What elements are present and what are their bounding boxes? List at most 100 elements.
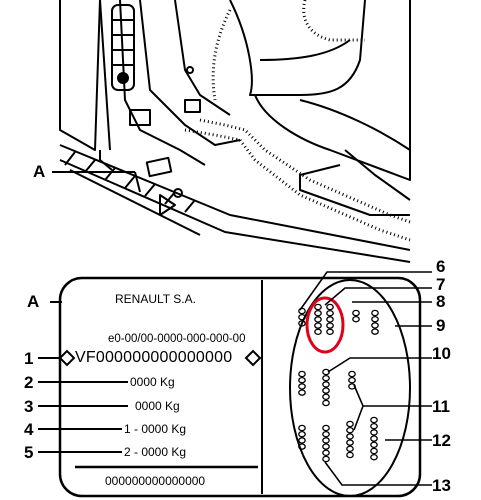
ring bbox=[326, 303, 334, 311]
ring bbox=[371, 315, 379, 323]
ring bbox=[322, 455, 330, 463]
vin-diamond-left bbox=[58, 349, 76, 367]
ring bbox=[298, 376, 306, 384]
seat-outline bbox=[229, 0, 411, 216]
ring bbox=[298, 437, 306, 444]
plate-line-3-number: 3 bbox=[24, 397, 34, 416]
car-door-sill-illustration bbox=[59, 0, 411, 263]
ring bbox=[322, 424, 330, 432]
plate-maker: RENAULT S.A. bbox=[115, 292, 196, 306]
plate-line-2-text: 0000 Kg bbox=[130, 375, 175, 389]
ring bbox=[326, 316, 334, 323]
ring bbox=[298, 389, 306, 396]
ring bbox=[326, 328, 334, 336]
ring bbox=[314, 309, 322, 317]
ring-column bbox=[322, 368, 330, 407]
callout-8: 8 bbox=[436, 292, 446, 311]
ring bbox=[298, 320, 306, 327]
ring-column bbox=[371, 309, 379, 335]
option-oval-outline bbox=[289, 279, 411, 497]
ring bbox=[346, 426, 354, 434]
ring bbox=[322, 393, 330, 401]
ring-column bbox=[322, 424, 330, 463]
ring-column bbox=[314, 303, 322, 336]
ring bbox=[298, 370, 306, 378]
ring bbox=[371, 328, 379, 335]
ring bbox=[371, 322, 379, 329]
ring bbox=[346, 439, 354, 446]
plate-vin: VF000000000000000 bbox=[75, 349, 233, 366]
plate-border bbox=[58, 276, 422, 498]
plate-bottom-code: 000000000000000 bbox=[105, 474, 206, 488]
ring bbox=[370, 416, 378, 424]
ring bbox=[298, 430, 306, 438]
plate-line-5-number: 5 bbox=[24, 443, 34, 462]
ring bbox=[322, 374, 330, 382]
ring bbox=[314, 328, 322, 336]
callout-a-plate-label: A bbox=[27, 292, 40, 311]
vin-diamond-right bbox=[244, 349, 262, 367]
ring bbox=[322, 449, 330, 457]
oval-callout-leaders bbox=[299, 271, 432, 486]
plate-approval-number: e0-00/00-0000-000-000-00 bbox=[108, 333, 246, 345]
ring bbox=[346, 433, 354, 440]
callout-12: 12 bbox=[432, 431, 451, 450]
ring bbox=[322, 381, 330, 388]
callout-6: 6 bbox=[436, 257, 446, 276]
ring-column bbox=[370, 416, 378, 461]
plate-line-4-text: 1 - 0000 Kg bbox=[124, 422, 187, 436]
plate-line-5-text: 2 - 0000 Kg bbox=[124, 445, 187, 459]
ring bbox=[348, 376, 356, 384]
plate-line-2-number: 2 bbox=[24, 373, 34, 392]
highlight-circle bbox=[305, 296, 345, 354]
ring bbox=[346, 445, 354, 453]
ring bbox=[326, 322, 334, 329]
ring bbox=[322, 443, 330, 450]
callout-9: 9 bbox=[436, 316, 446, 335]
ring bbox=[346, 420, 354, 428]
callout-a-car-label: A bbox=[33, 162, 46, 181]
ring bbox=[352, 315, 360, 323]
ring bbox=[298, 383, 306, 390]
ring bbox=[370, 422, 378, 430]
ring bbox=[370, 435, 378, 442]
seat-belt-retractor bbox=[111, 4, 135, 91]
ring-column bbox=[298, 370, 306, 396]
ring-clusters bbox=[298, 303, 379, 463]
callout-11: 11 bbox=[432, 397, 450, 416]
ring bbox=[326, 309, 334, 317]
ring bbox=[346, 451, 354, 459]
ring bbox=[322, 430, 330, 438]
ring bbox=[352, 309, 360, 317]
plate-line-3-text: 0000 Kg bbox=[135, 399, 180, 413]
ring bbox=[322, 387, 330, 394]
pillar-plate-location bbox=[145, 156, 173, 178]
ring bbox=[298, 424, 306, 432]
plate-line-1-number: 1 bbox=[24, 349, 34, 368]
ring bbox=[348, 370, 356, 378]
ring-column bbox=[352, 309, 360, 323]
ring bbox=[314, 322, 322, 329]
ring bbox=[314, 303, 322, 311]
ring bbox=[298, 313, 306, 321]
speckled-trim bbox=[184, 0, 411, 242]
ring bbox=[371, 309, 379, 317]
ring-column bbox=[298, 307, 306, 327]
callout-7: 7 bbox=[436, 275, 446, 294]
ring bbox=[322, 437, 330, 444]
ring bbox=[370, 447, 378, 455]
ring bbox=[370, 441, 378, 449]
ring-column bbox=[298, 424, 306, 450]
ring bbox=[298, 443, 306, 450]
ring bbox=[314, 316, 322, 323]
callout-a-car bbox=[52, 171, 141, 193]
ring-column bbox=[346, 420, 354, 459]
identification-plate bbox=[38, 276, 422, 498]
ring bbox=[322, 399, 330, 407]
callout-10: 10 bbox=[432, 344, 451, 363]
callout-13: 13 bbox=[432, 476, 451, 495]
plate-line-4-number: 4 bbox=[24, 420, 34, 439]
ring bbox=[370, 453, 378, 461]
option-oval bbox=[289, 271, 432, 497]
